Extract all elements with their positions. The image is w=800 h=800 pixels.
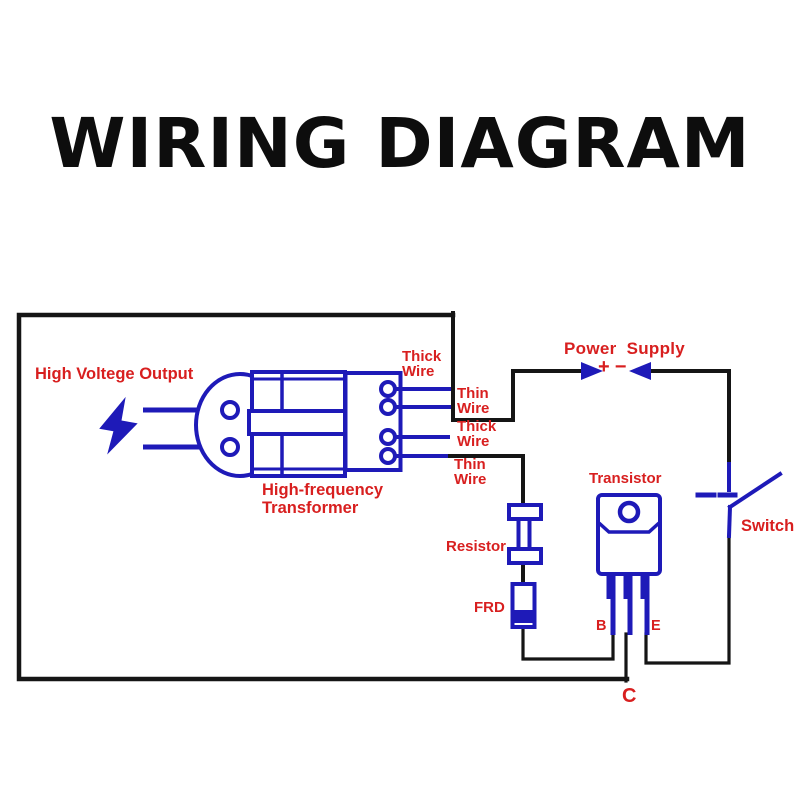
- switch-pivot: [726, 504, 733, 539]
- frd-component: [510, 582, 537, 629]
- resistor-cap-top: [507, 503, 543, 521]
- terminal-1: [379, 380, 397, 398]
- label-power-supply: Power Supply: [564, 339, 686, 358]
- wire-to-supply-plus: [451, 311, 583, 422]
- transistor-component: [596, 493, 662, 635]
- transistor-mounting-hole: [617, 500, 641, 524]
- leg-base: [606, 573, 616, 599]
- core-center-limb: [247, 409, 347, 436]
- resistor-component: [507, 503, 543, 565]
- transistor-tab-line: [597, 521, 661, 534]
- label-pin-c: C: [622, 685, 637, 707]
- page-title: WIRING DIAGRAM: [49, 104, 751, 184]
- switch-lever: [727, 471, 783, 510]
- leg-collector: [623, 573, 633, 599]
- supply-arrow-left-icon: [629, 362, 651, 380]
- power-supply-symbol: [581, 362, 651, 380]
- leg-collector-tip: [627, 596, 633, 635]
- label-resistor: Resistor: [446, 538, 507, 555]
- power-supply-polarity: +−: [598, 357, 626, 377]
- plus-sign: +: [598, 356, 610, 378]
- terminal-4: [379, 447, 397, 465]
- label-frd: FRD: [474, 599, 505, 616]
- terminal-2: [379, 398, 397, 416]
- wire-supply-minus-to-switch: [649, 369, 731, 467]
- label-pin-b: B: [596, 618, 607, 634]
- plug-pin-bottom: [220, 437, 240, 457]
- label-pin-e: E: [651, 618, 661, 634]
- high-frequency-transformer: [143, 370, 451, 478]
- resistor-cap-bottom: [507, 547, 543, 565]
- plug-pin-top: [220, 400, 240, 420]
- wire-main-loop: [16, 312, 630, 682]
- label-switch: Switch: [741, 517, 795, 535]
- black-wires: [16, 311, 731, 683]
- leg-base-tip: [610, 596, 616, 635]
- lightning-bolt-icon: [99, 396, 138, 455]
- label-transistor: Transistor: [589, 470, 662, 487]
- leg-emitter: [640, 573, 650, 599]
- switch-component: [695, 462, 783, 539]
- terminal-3: [379, 428, 397, 446]
- label-high-voltage-output: High Voltege Output: [35, 365, 194, 383]
- frd-cathode-band: [511, 610, 536, 623]
- leg-emitter-tip: [644, 596, 650, 635]
- transistor-legs: [606, 573, 650, 635]
- minus-sign: −: [614, 356, 627, 378]
- wire-t4-to-resistor: [445, 454, 525, 508]
- wire-switch-to-emitter: [644, 533, 731, 665]
- wire-frd-to-base: [521, 624, 615, 661]
- supply-arrow-right-icon: [581, 362, 603, 380]
